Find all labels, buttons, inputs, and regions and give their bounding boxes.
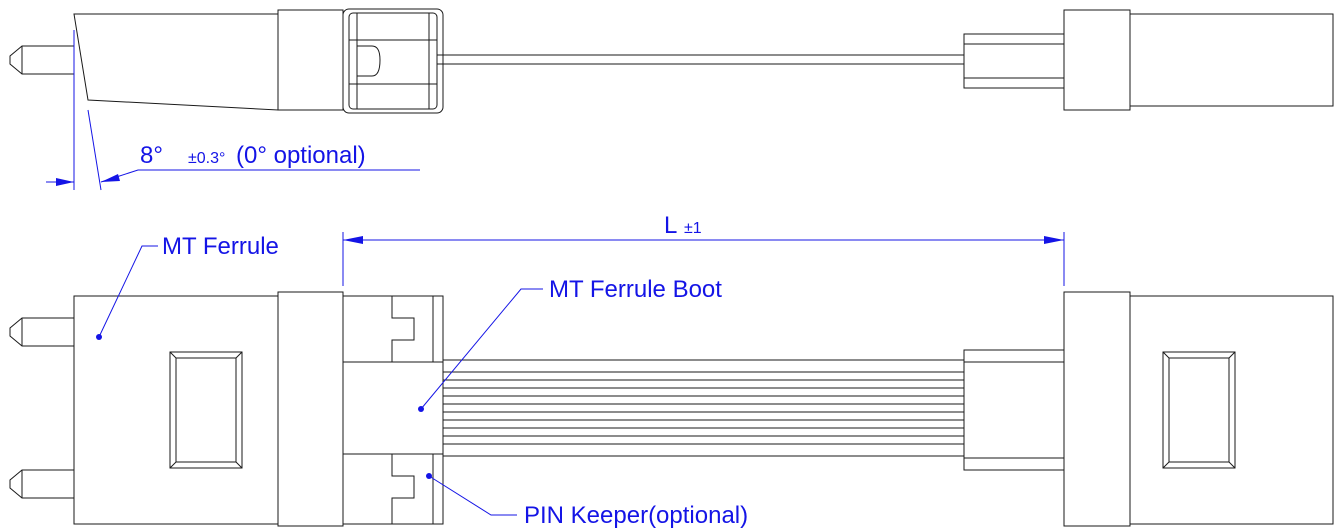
side-ferrule-body: [73, 13, 279, 111]
side-view: [9, 8, 1334, 114]
plan-ferrule-window-inner: [175, 357, 237, 463]
angle-note: (0° optional): [236, 142, 366, 169]
length-symbol: L: [664, 212, 677, 239]
plan-pin-keeper-upper: [342, 295, 444, 363]
plan-far-window-outer: [1162, 351, 1236, 469]
angle-dimension: 8° ±0.3° (0° optional): [46, 30, 420, 191]
plan-ferrule-flange: [277, 291, 344, 527]
side-ferrule-flange: [277, 9, 344, 111]
plan-far-flange: [1063, 291, 1131, 527]
callout-pin-keeper-label: PIN Keeper(optional): [524, 502, 748, 529]
length-tolerance: ±1: [684, 220, 702, 237]
callout-mt-ferrule-label: MT Ferrule: [162, 233, 279, 260]
plan-far-ferrule-body: [1129, 295, 1334, 525]
plan-ferrule-boot: [342, 361, 444, 455]
plan-guide-pin-top: [9, 317, 74, 347]
side-far-boot: [963, 33, 1065, 89]
angle-tolerance: ±0.3°: [188, 150, 225, 167]
angle-value: 8°: [140, 142, 163, 169]
plan-fiber-ribbon: [443, 359, 964, 457]
callout-pin-keeper: PIN Keeper(optional): [426, 473, 748, 529]
side-pin-keeper: [342, 8, 444, 114]
plan-far-boot: [963, 349, 1065, 471]
callout-mt-ferrule-boot-label: MT Ferrule Boot: [549, 276, 722, 303]
side-fiber-ribbon: [437, 54, 964, 65]
callout-mt-ferrule: MT Ferrule: [96, 233, 279, 340]
plan-ferrule-window-outer: [169, 351, 243, 469]
callout-mt-ferrule-boot: MT Ferrule Boot: [418, 276, 722, 412]
side-guide-pin: [9, 45, 74, 75]
length-dimension: L ±1: [342, 212, 1065, 286]
plan-view: [9, 291, 1334, 527]
side-far-ferrule-body: [1129, 13, 1334, 107]
plan-guide-pin-bottom: [9, 469, 74, 499]
side-far-flange: [1063, 9, 1131, 111]
plan-pin-keeper-lower: [342, 453, 444, 525]
plan-far-window-inner: [1168, 357, 1230, 463]
